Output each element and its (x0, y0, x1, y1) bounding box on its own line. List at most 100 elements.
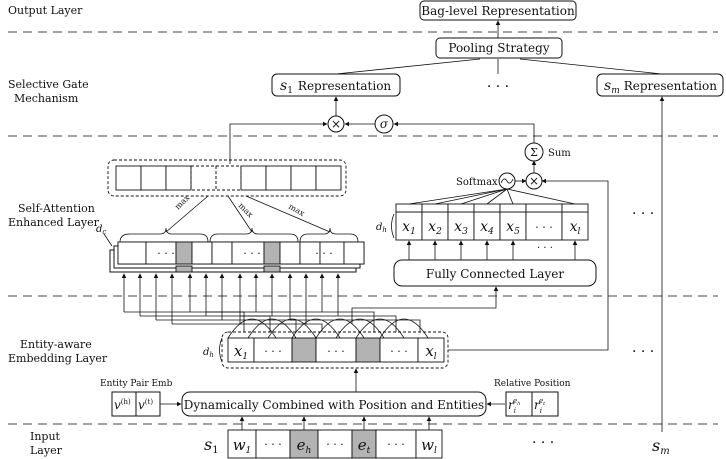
relative-position-embedding: Relative Position rieh riet (494, 379, 571, 417)
svg-text:dh: dh (376, 222, 387, 234)
svg-text:Bag-level Representation: Bag-level Representation (421, 4, 575, 18)
input-ellipsis: · · · (532, 435, 554, 451)
svg-text:· · ·: · · · (315, 247, 332, 260)
embedding-arcs (227, 318, 429, 339)
hidden-state-cell-top (395, 203, 423, 213)
conv-input-wires (121, 273, 421, 332)
svg-text:×: × (529, 174, 539, 188)
hidden-state-cell (561, 211, 589, 241)
pooling-braces (119, 227, 359, 243)
hidden-state-cell-top (421, 203, 449, 213)
embedding-layer-label-1: Entity-aware (20, 338, 92, 351)
svg-text:wl: wl (421, 436, 437, 456)
bag-representation-node: Bag-level Representation (419, 0, 577, 21)
pooled-cell (140, 165, 167, 191)
softmax-node: Softmax (456, 172, 516, 190)
max-pooling-lines: max max max (165, 193, 331, 233)
embedding-cell (291, 337, 317, 363)
svg-text:· · ·: · · · (327, 345, 344, 358)
svg-text:· · ·: · · · (387, 438, 404, 451)
svg-text:Σ: Σ (530, 146, 538, 159)
conv-cell (191, 241, 213, 265)
embedding-cell (227, 337, 255, 363)
svg-text:· · ·: · · · (264, 438, 281, 451)
hidden-state-cell-top (525, 203, 563, 213)
pooled-cell (165, 165, 192, 191)
svg-text:σ: σ (380, 117, 389, 131)
input-layer-label-1: Input (30, 430, 61, 443)
sum-node: Σ Sum (524, 142, 571, 162)
hidden-state-cell (525, 211, 563, 241)
pooled-cell (315, 165, 342, 191)
svg-text:dc: dc (96, 224, 106, 236)
sigma-gate-node: σ (374, 114, 394, 134)
pooled-cell (190, 165, 217, 191)
pooled-cell (290, 165, 317, 191)
entity-aware-embedding: x1 · · · · · · · · · xl dh (203, 331, 449, 369)
input-token-cell (415, 429, 443, 459)
output-layer-label: Output Layer (8, 4, 83, 17)
svg-text:xl: xl (570, 219, 581, 237)
hidden-state-cell (421, 211, 449, 241)
embedding-ellipsis: · · · (632, 344, 654, 360)
svg-text:xl: xl (425, 342, 436, 362)
svg-text:x1: x1 (234, 342, 248, 362)
dc-dimension-label: dc (96, 224, 113, 247)
hidden-state-cell (447, 211, 475, 241)
fully-connected-layer: Fully Connected Layer (393, 259, 597, 287)
pooled-cell (115, 165, 142, 191)
svg-text:· · ·: · · · (535, 221, 552, 234)
svg-text:Pooling Strategy: Pooling Strategy (448, 41, 549, 55)
svg-text:v(h): v(h) (114, 398, 131, 412)
hidden-ellipsis: · · · (537, 243, 553, 254)
svg-text:· · ·: · · · (326, 438, 343, 451)
svg-text:· · ·: · · · (157, 247, 174, 260)
svg-text:Softmax: Softmax (456, 177, 498, 188)
input-layer-label-2: Layer (30, 444, 63, 457)
svg-text:et: et (358, 436, 371, 456)
input-s1-label: s (204, 435, 212, 454)
layer-separators (8, 31, 718, 425)
conv-cell (211, 241, 233, 265)
svg-text:x3: x3 (454, 219, 468, 237)
hidden-state-cell (499, 211, 527, 241)
svg-text:Relative Position: Relative Position (494, 379, 571, 389)
pooled-feature-vector (107, 159, 347, 197)
self-attention-label-1: Self-Attention (18, 202, 95, 215)
svg-text:Dynamically Combined with Posi: Dynamically Combined with Position and E… (184, 398, 484, 412)
svg-text:dh: dh (203, 347, 214, 359)
embedding-layer-label-2: Embedding Layer (8, 352, 108, 365)
embedding-cell (417, 337, 445, 363)
svg-text:· · ·: · · · (264, 345, 281, 358)
input-sm-label: sm (652, 436, 670, 457)
hidden-state-cell-top (561, 203, 589, 213)
svg-text:· · ·: · · · (390, 345, 407, 358)
conv-feature-maps: · · · · · · · · · (109, 241, 365, 273)
svg-text:s1: s1 (204, 435, 219, 456)
hidden-state-cell-top (473, 203, 501, 213)
max-label-2: max (237, 201, 256, 220)
attention-multiply-node: × (525, 172, 543, 190)
hidden-state-cell-top (499, 203, 527, 213)
representation-ellipsis: · · · (487, 79, 509, 95)
conv-cell (175, 241, 193, 265)
attention-ellipsis: · · · (632, 206, 654, 222)
gate-multiply-node: × (327, 115, 345, 133)
svg-text:×: × (331, 117, 341, 131)
pooling-strategy-node: Pooling Strategy (435, 37, 563, 59)
entity-pair-embedding: Entity Pair Emb v(h) v(t) (100, 379, 173, 417)
conv-cell (263, 241, 281, 265)
fc-arrows (406, 240, 578, 260)
conv-cell (117, 241, 147, 265)
embedding-to-fc-arrow (351, 286, 499, 324)
selective-gate-label-2: Mechanism (14, 92, 79, 105)
pooled-cell (240, 165, 267, 191)
self-attention-label-2: Enhanced Layer (8, 216, 100, 229)
hidden-state-cell (473, 211, 501, 241)
embedding-cell (379, 337, 419, 363)
